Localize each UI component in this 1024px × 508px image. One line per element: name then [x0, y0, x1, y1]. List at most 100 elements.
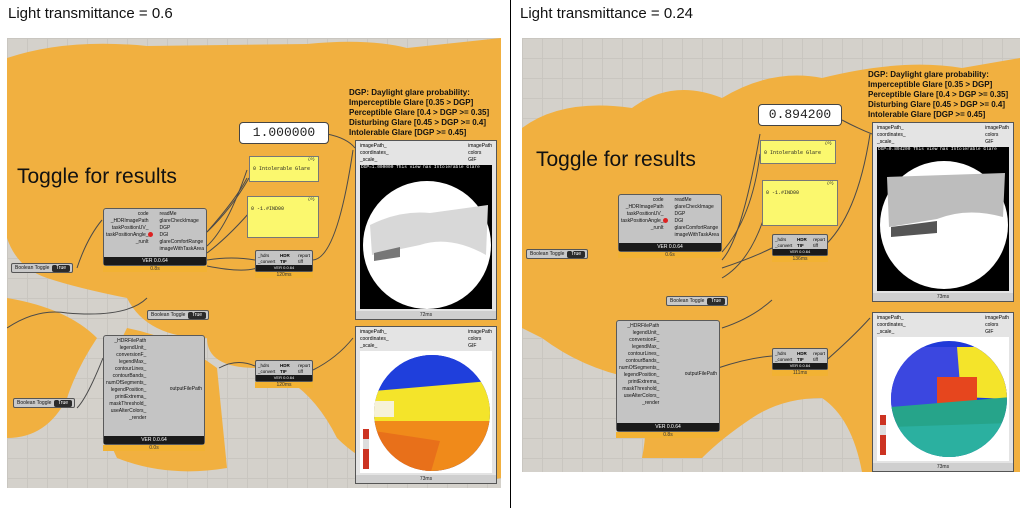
input-port[interactable]: _hdrs	[775, 237, 787, 242]
output-port[interactable]: readMe	[159, 211, 177, 217]
input-port[interactable]: numOfSegments_	[619, 365, 660, 371]
input-port[interactable]: _HDRFilePath	[114, 338, 147, 344]
input-port[interactable]: legendMax_	[119, 359, 147, 365]
input-port[interactable]: _runIt	[650, 225, 664, 231]
input-port[interactable]: _scale_	[360, 343, 378, 349]
glare-check-component[interactable]: code _HDRImagePath taskPositionUV_ taskP…	[618, 194, 722, 252]
input-port[interactable]: _convert	[258, 369, 276, 374]
hdr-to-tif-component[interactable]: _hdrs _convert HDR TIF report tiff VER 0…	[255, 360, 313, 382]
output-port[interactable]: outputFilePath	[169, 386, 202, 392]
input-port[interactable]: useAlterColors_	[623, 393, 660, 399]
input-port[interactable]: coordinates_	[360, 150, 389, 156]
output-port[interactable]: imageWithTaskArea	[674, 232, 719, 238]
toggle-value[interactable]: True	[567, 251, 585, 258]
input-port[interactable]: printExtrema_	[115, 394, 147, 400]
input-port[interactable]: _render	[129, 415, 147, 421]
input-port[interactable]: numOfSegments_	[106, 380, 147, 386]
output-port[interactable]: report	[298, 363, 310, 368]
input-port[interactable]: coordinates_	[360, 336, 389, 342]
output-port[interactable]: report	[813, 351, 825, 356]
output-port[interactable]: tiff	[813, 243, 818, 248]
output-port[interactable]: glareComfortRange	[159, 239, 204, 245]
input-port[interactable]: _hdrs	[258, 253, 270, 258]
input-port[interactable]: taskPositionUV_	[111, 225, 149, 231]
output-port[interactable]: report	[813, 237, 825, 242]
input-port[interactable]: _hdrs	[258, 363, 270, 368]
input-port[interactable]: conversionF_	[116, 352, 147, 358]
dgi-result-panel[interactable]: {0} 0 -1.#IND00	[247, 196, 319, 238]
input-port[interactable]: _render	[642, 400, 660, 406]
output-port[interactable]: outputFilePath	[684, 371, 717, 377]
boolean-toggle[interactable]: Boolean Toggle True	[13, 398, 75, 408]
dgi-result-panel[interactable]: {0} 0 -1.#IND00	[762, 180, 838, 226]
input-port[interactable]: _runIt	[135, 239, 149, 245]
input-port[interactable]: contourBands_	[625, 358, 660, 364]
image-viewer-top[interactable]: imagePath_ coordinates_ _scale_ imagePat…	[355, 140, 497, 320]
output-port[interactable]: report	[298, 253, 310, 258]
input-port[interactable]: conversionF_	[629, 337, 660, 343]
input-port[interactable]: maskThreshold_	[622, 386, 660, 392]
input-port[interactable]: imagePath_	[360, 329, 387, 335]
output-port[interactable]: DGP	[159, 225, 171, 231]
glare-check-component[interactable]: code _HDRImagePath taskPositionUV_ taskP…	[103, 208, 207, 266]
grasshopper-canvas[interactable]: DGP: Daylight glare probability: Imperce…	[522, 38, 1020, 472]
input-port[interactable]: _scale_	[877, 329, 895, 335]
boolean-toggle[interactable]: Boolean Toggle True	[526, 249, 588, 259]
input-port[interactable]: contourBands_	[112, 373, 147, 379]
toggle-value[interactable]: True	[188, 312, 206, 319]
output-port[interactable]: GIF	[985, 139, 994, 145]
boolean-toggle[interactable]: Boolean Toggle True	[666, 296, 728, 306]
input-port[interactable]: _convert	[775, 357, 793, 362]
input-port[interactable]: _hdrs	[775, 351, 787, 356]
glare-result-panel[interactable]: {0} 0 Intolerable Glare	[760, 140, 836, 164]
input-port[interactable]: legendMax_	[632, 344, 660, 350]
input-port[interactable]: code	[652, 197, 664, 203]
input-port[interactable]: _scale_	[877, 139, 895, 145]
image-viewer-bottom[interactable]: imagePath_ coordinates_ _scale_ imagePat…	[355, 326, 497, 484]
output-port[interactable]: DGP	[674, 211, 686, 217]
boolean-toggle[interactable]: Boolean Toggle True	[147, 310, 209, 320]
image-viewer-bottom[interactable]: imagePath_ coordinates_ _scale_ imagePat…	[872, 312, 1014, 472]
output-port[interactable]: DGI	[674, 218, 684, 224]
output-port[interactable]: colors	[985, 132, 999, 138]
input-port[interactable]: maskThreshold_	[109, 401, 147, 407]
input-port[interactable]: _HDRImagePath	[625, 204, 664, 210]
output-port[interactable]: tiff	[813, 357, 818, 362]
toggle-value[interactable]: True	[54, 400, 72, 407]
glare-result-panel[interactable]: {0} 0 Intolerable Glare	[249, 156, 319, 182]
false-color-component[interactable]: _HDRFilePath legendUnit_ conversionF_ le…	[616, 320, 720, 432]
output-port[interactable]: imageWithTaskArea	[159, 246, 204, 252]
input-port[interactable]: _convert	[775, 243, 793, 248]
output-port[interactable]: DGI	[159, 232, 169, 238]
output-port[interactable]: GIF	[468, 157, 477, 163]
dgp-number-panel[interactable]: 0.894200	[758, 104, 842, 126]
output-port[interactable]: tiff	[298, 369, 303, 374]
input-port[interactable]: contourLines_	[627, 351, 660, 357]
dgp-number-panel[interactable]: 1.000000	[239, 122, 329, 144]
input-port[interactable]: code	[137, 211, 149, 217]
input-port[interactable]: contourLines_	[114, 366, 147, 372]
output-port[interactable]: colors	[985, 322, 999, 328]
input-port[interactable]: imagePath_	[360, 143, 387, 149]
input-port[interactable]: taskPositionUV_	[626, 211, 664, 217]
toggle-value[interactable]: True	[707, 298, 725, 305]
input-port[interactable]: _scale_	[360, 157, 378, 163]
output-port[interactable]: colors	[468, 336, 482, 342]
input-port[interactable]: coordinates_	[877, 132, 906, 138]
input-port[interactable]: _HDRImagePath	[110, 218, 149, 224]
output-port[interactable]: glareComfortRange	[674, 225, 719, 231]
input-port[interactable]: legendPosition_	[623, 372, 660, 378]
output-port[interactable]: readMe	[674, 197, 692, 203]
hdr-to-tif-component[interactable]: _hdrs _convert HDR TIF report tiff VER 0…	[772, 348, 828, 370]
output-port[interactable]: tiff	[298, 259, 303, 264]
input-port[interactable]: taskPositionAngle_	[106, 232, 149, 238]
input-port[interactable]: _HDRFilePath	[627, 323, 660, 329]
toggle-value[interactable]: True	[52, 265, 70, 272]
input-port[interactable]: _convert	[258, 259, 276, 264]
input-port[interactable]: printExtrema_	[628, 379, 660, 385]
false-color-component[interactable]: _HDRFilePath legendUnit_ conversionF_ le…	[103, 335, 205, 445]
image-viewer-top[interactable]: imagePath_ coordinates_ _scale_ imagePat…	[872, 122, 1014, 302]
output-port[interactable]: GIF	[468, 343, 477, 349]
hdr-to-tif-component[interactable]: _hdrs _convert HDR TIF report tiff VER 0…	[255, 250, 313, 272]
output-port[interactable]: GIF	[985, 329, 994, 335]
